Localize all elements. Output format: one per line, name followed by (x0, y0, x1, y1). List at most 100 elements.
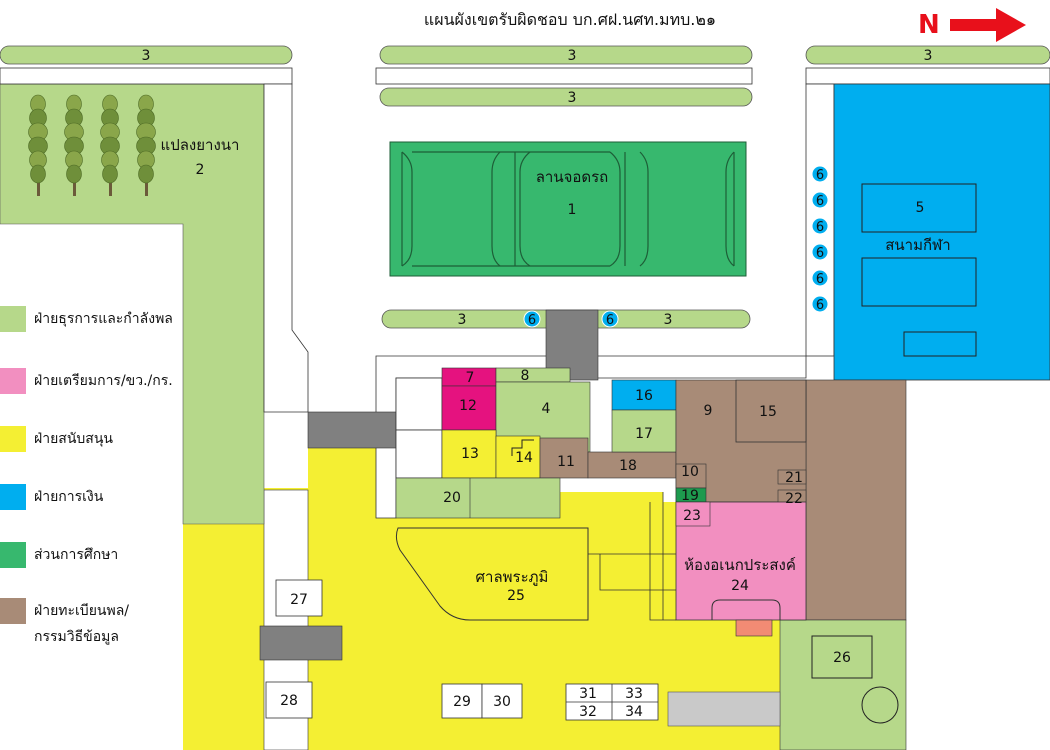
point-6-marker: 6 (601, 310, 619, 328)
hedge-label-lower-left: 3 (458, 312, 467, 328)
legend-education: ส่วนการศึกษา (0, 540, 118, 570)
hedge-top-left (0, 45, 293, 65)
legend-swatch (0, 306, 26, 332)
label-11: 11 (557, 454, 575, 470)
hedge-second (379, 87, 753, 107)
legend-label: ฝ่ายทะเบียนพล/ (34, 603, 129, 619)
legend-label: ฝ่ายการเงิน (34, 489, 104, 505)
label-26: 26 (833, 650, 851, 666)
point-6-label: 6 (816, 246, 824, 261)
point-6-label: 6 (606, 313, 614, 328)
point-6-label: 6 (816, 194, 824, 209)
white-cell-a (395, 377, 443, 431)
white-cell-b (395, 429, 443, 479)
point-6-label: 6 (816, 220, 824, 235)
parking-number: 1 (568, 202, 577, 218)
label-23: 23 (683, 508, 701, 524)
hedge-top-right (805, 45, 1050, 65)
label-13: 13 (461, 446, 479, 462)
box-26 (811, 635, 873, 679)
point-6-label: 6 (816, 298, 824, 313)
grey-block-bottom (667, 691, 781, 727)
field-name: สนามกีฬา (885, 236, 950, 254)
point-6-marker: 6 (811, 295, 829, 313)
point-6-label: 6 (816, 272, 824, 287)
road-top-left (0, 67, 293, 85)
legend-swatch (0, 426, 26, 452)
point-6-marker: 6 (811, 191, 829, 209)
legend-support: ฝ่ายสนับสนุน (0, 424, 113, 454)
building-17 (611, 409, 677, 453)
field-box-middle (861, 257, 977, 307)
tree-icon (100, 94, 120, 196)
label-28: 28 (280, 693, 298, 709)
point-markers: 6 6 6 6 6 6 6 6 (523, 165, 829, 328)
grey-block-left (259, 625, 343, 661)
legend-prep: ฝ่ายเตรียมการ/ขว./กร. (0, 366, 173, 396)
legend-admin: ฝ่ายธุรการและกำลังพล (0, 304, 173, 334)
label-30: 30 (493, 694, 511, 710)
tree-row (28, 94, 156, 196)
legend-label-line2: กรรมวิธีข้อมูล (34, 629, 119, 645)
zone-registry-right (805, 379, 907, 621)
legend-swatch (0, 484, 26, 510)
circle-marker (861, 686, 899, 724)
walkways (588, 492, 676, 621)
building-11 (539, 437, 589, 479)
building-16 (611, 379, 677, 411)
parking-stalls (401, 151, 735, 267)
hall-number: 25 (507, 588, 525, 604)
hedge-label-top-right: 3 (924, 48, 933, 64)
legend-swatch (0, 542, 26, 568)
plot-name: แปลงยางนา (161, 136, 240, 154)
arrow-right-icon (949, 8, 1026, 42)
label-19: 19 (681, 488, 699, 504)
field-number: 5 (916, 200, 925, 216)
zone-support-yellow (183, 448, 780, 750)
stairs-14 (511, 439, 534, 456)
point-6-marker: 6 (811, 243, 829, 261)
box-30 (481, 683, 523, 719)
label-12: 12 (459, 398, 477, 414)
label-20: 20 (443, 490, 461, 506)
road-top-center (375, 67, 753, 85)
legend-label: ฝ่ายเตรียมการ/ขว./กร. (34, 373, 173, 389)
label-18: 18 (619, 458, 637, 474)
label-10: 10 (681, 464, 699, 480)
label-33: 33 (625, 686, 643, 702)
label-34: 34 (625, 704, 643, 720)
hedge-label-lower-right: 3 (664, 312, 673, 328)
legend-finance: ฝ่ายการเงิน (0, 482, 103, 512)
label-15: 15 (759, 404, 777, 420)
legend-label: ฝ่ายธุรการและกำลังพล (34, 311, 173, 327)
label-32: 32 (579, 704, 597, 720)
building-8 (495, 367, 571, 383)
legend-registry: ฝ่ายทะเบียนพล/ กรรมวิธีข้อมูล (0, 598, 129, 652)
hedge-top-center (379, 45, 753, 65)
hall-name: ศาลพระภูมิ (476, 568, 549, 586)
tree-icon (64, 94, 84, 196)
road-top-right (805, 67, 1050, 85)
building-15 (735, 379, 807, 443)
tree-icon (28, 94, 48, 196)
plot-number: 2 (196, 162, 205, 178)
entrance-road (307, 411, 397, 449)
label-8: 8 (521, 368, 530, 384)
field-box-bottom (903, 331, 977, 357)
tree-icon (136, 94, 156, 196)
parking-lot (389, 141, 747, 277)
box-28 (265, 681, 313, 719)
label-17: 17 (635, 426, 653, 442)
point-6-label: 6 (528, 313, 536, 328)
label-21: 21 (785, 470, 803, 486)
legend-swatch (0, 368, 26, 394)
label-29: 29 (453, 694, 471, 710)
point-6-marker: 6 (811, 165, 829, 183)
north-indicator: N (918, 8, 1026, 42)
parking-name: ลานจอดรถ (536, 168, 609, 186)
field-box-top (861, 183, 977, 233)
building-13 (441, 429, 497, 479)
stage-24 (711, 599, 781, 620)
map-title: แผนผังเขตรับผิดชอบ บก.ศฝ.นศท.มทบ.๒๑ (423, 10, 717, 29)
multipurpose-name: ห้องอเนกประสงค์ (684, 556, 796, 574)
